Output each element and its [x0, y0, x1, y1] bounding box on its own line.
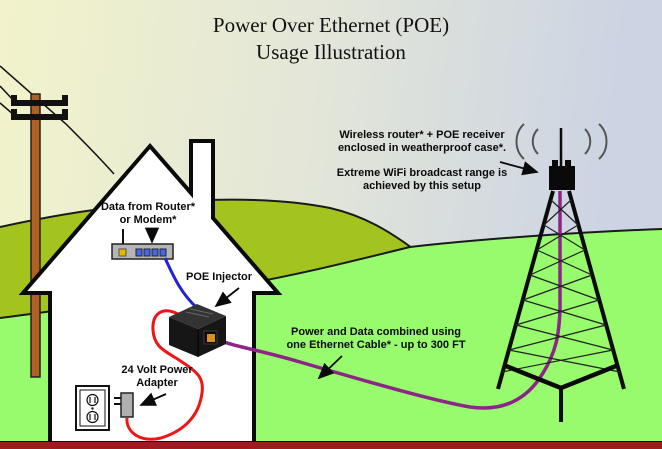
ethernet-cable-label: Power and Data combined using one Ethern…: [286, 326, 466, 352]
router-device: [111, 229, 174, 260]
radio-tower: [496, 123, 626, 422]
crossarm: [11, 100, 68, 106]
tower-arrow: [499, 161, 539, 176]
power-cable: [125, 309, 204, 441]
lan-port: [135, 248, 143, 257]
router-label: Data from Router* or Modem*: [100, 201, 196, 227]
tower-receiver-label: Wireless router* + POE receiver enclosed…: [337, 129, 507, 155]
house: [18, 139, 283, 448]
injector-arrow: [214, 287, 240, 308]
power-adapter: [114, 392, 134, 418]
cable-arrow: [317, 355, 343, 380]
weatherproof-case: [549, 166, 575, 190]
lan-port: [143, 248, 151, 257]
service-drop-wire: [0, 65, 115, 175]
tower-lattice: [501, 199, 621, 373]
broadcast-range-label: Extreme WiFi broadcast range is achieved…: [336, 167, 508, 193]
radio-waves-icon: [515, 123, 608, 160]
page-title: Power Over Ethernet (POE) Usage Illustra…: [212, 13, 450, 64]
ethernet-cable: [215, 191, 562, 410]
poe-injector-device: [169, 304, 226, 357]
wall-outlet: [75, 385, 110, 431]
lan-port: [159, 248, 167, 257]
injector-port: [207, 334, 215, 342]
crossarm: [11, 114, 68, 120]
injector-label: POE Injector: [185, 271, 253, 283]
callout-arrows: [139, 161, 539, 406]
data-cable: [163, 257, 199, 310]
wan-port: [118, 248, 127, 257]
utility-pole: [0, 65, 115, 378]
adapter-arrow: [139, 392, 167, 406]
ground-strip: [0, 441, 662, 449]
lan-port: [151, 248, 159, 257]
adapter-label: 24 Volt Power Adapter: [121, 364, 193, 390]
